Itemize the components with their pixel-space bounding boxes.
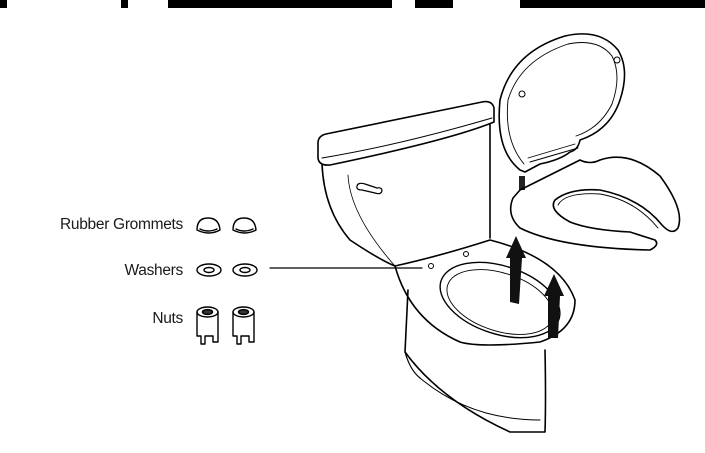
nut-icon (232, 306, 255, 345)
toilet-seat-lid-icon (498, 33, 626, 190)
washers-label: Washers (124, 262, 184, 279)
toilet-tank-icon (317, 100, 495, 267)
lift-arrow-icon (506, 236, 564, 338)
rubber-grommets-label: Rubber Grommets (60, 216, 183, 233)
toilet-bowl-icon (394, 239, 576, 433)
rubber-grommet-icon (196, 217, 221, 234)
nuts-label: Nuts (152, 310, 183, 327)
header-bar-3 (168, 0, 392, 8)
rubber-grommet-icon (232, 217, 257, 234)
toilet-seat-ring-icon (509, 156, 681, 251)
header-bar-2 (121, 0, 128, 8)
washer-icon (232, 263, 258, 277)
nut-icon (196, 306, 219, 345)
header-bar-5 (520, 0, 705, 8)
header-bar-1 (0, 0, 7, 8)
washer-icon (196, 263, 222, 277)
header-bar-4 (415, 0, 453, 8)
